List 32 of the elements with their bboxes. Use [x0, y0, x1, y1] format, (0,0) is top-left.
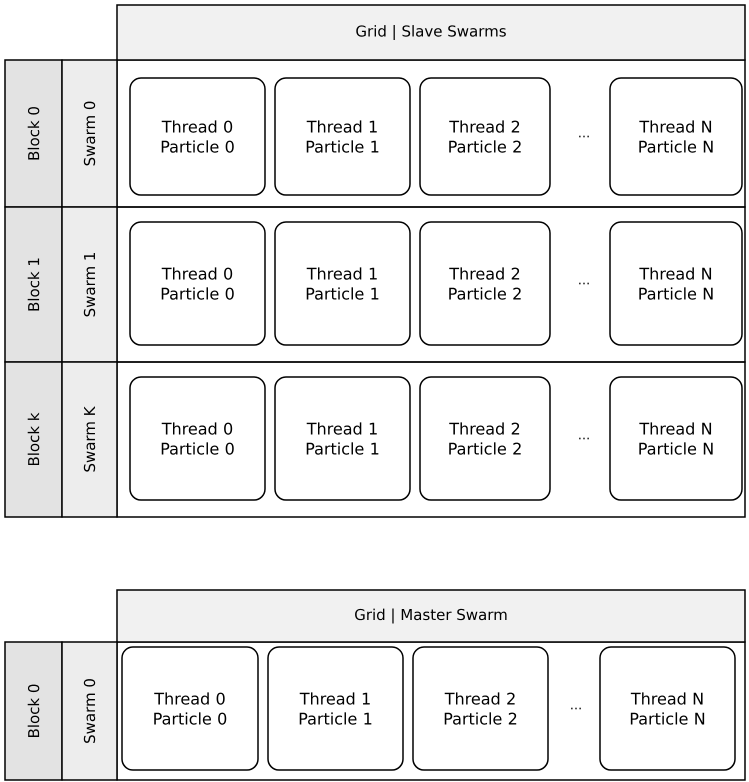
ellipsis: ... — [579, 282, 589, 284]
block-cell: Block 0 — [4, 641, 63, 781]
thread-box: Thread 0 Particle 0 — [129, 376, 266, 501]
thread-box: Thread 1 Particle 1 — [274, 221, 411, 346]
row-cell — [116, 361, 746, 518]
swarm-cell: Swarm 0 — [61, 59, 118, 208]
ellipsis: ... — [571, 708, 581, 710]
thread-box: Thread N Particle N — [599, 646, 736, 771]
thread-box: Thread 2 Particle 2 — [419, 221, 551, 346]
thread-box: Thread 2 Particle 2 — [419, 77, 551, 196]
block-cell: Block 0 — [4, 59, 63, 208]
header-cell: Grid | Master Swarm — [116, 589, 746, 643]
thread-box: Thread 2 Particle 2 — [412, 646, 549, 771]
thread-box: Thread N Particle N — [609, 77, 743, 196]
thread-box: Thread 2 Particle 2 — [419, 376, 551, 501]
thread-box: Thread 0 Particle 0 — [129, 221, 266, 346]
thread-box: Thread 1 Particle 1 — [274, 376, 411, 501]
swarm-cell: Swarm 0 — [61, 641, 118, 781]
row-cell — [116, 206, 746, 363]
header-cell: Grid | Slave Swarms — [116, 4, 746, 61]
thread-box: Thread N Particle N — [609, 376, 743, 501]
block-cell: Block 1 — [4, 206, 63, 363]
block-cell: Block k — [4, 361, 63, 518]
thread-box: Thread 0 Particle 0 — [129, 77, 266, 196]
swarm-cell: Swarm K — [61, 361, 118, 518]
ellipsis: ... — [579, 136, 589, 138]
thread-box: Thread 0 Particle 0 — [121, 646, 259, 771]
ellipsis: ... — [579, 438, 589, 440]
thread-box: Thread 1 Particle 1 — [267, 646, 404, 771]
thread-box: Thread 1 Particle 1 — [274, 77, 411, 196]
thread-box: Thread N Particle N — [609, 221, 743, 346]
swarm-cell: Swarm 1 — [61, 206, 118, 363]
